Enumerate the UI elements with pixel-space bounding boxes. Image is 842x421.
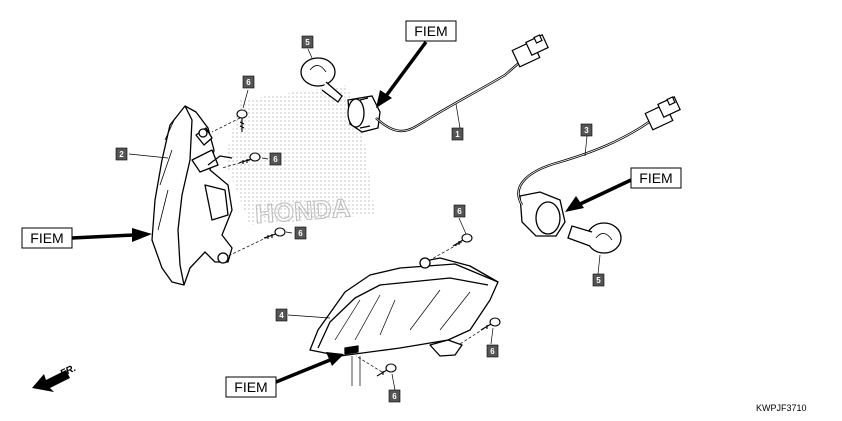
- callout-screw-3: 6: [294, 226, 307, 240]
- callout-harness-right: 3: [580, 123, 593, 137]
- callout-screw-2: 6: [269, 152, 282, 166]
- brand-watermark: HONDA: [254, 193, 351, 230]
- right-connector: [644, 96, 681, 131]
- screw-6: [376, 363, 397, 377]
- diagram-code: KWPJF3710: [756, 403, 807, 413]
- svg-text:6: 6: [457, 207, 462, 216]
- callout-screw-5: 6: [486, 344, 499, 358]
- svg-text:6: 6: [273, 155, 278, 164]
- svg-text:2: 2: [119, 150, 124, 159]
- callout-bulb-left: 5: [301, 35, 314, 49]
- right-socket: [519, 191, 566, 237]
- left-harness: [375, 61, 521, 133]
- svg-text:4: 4: [279, 311, 284, 320]
- svg-text:5: 5: [596, 276, 601, 285]
- front-direction-arrow: FR.: [32, 363, 78, 392]
- callout-bulb-right: 5: [592, 273, 605, 287]
- svg-text:FR.: FR.: [59, 363, 78, 380]
- callout-harness-left: 1: [451, 127, 464, 141]
- leader-lines: [128, 48, 601, 391]
- svg-text:6: 6: [246, 78, 251, 87]
- right-bulb: [567, 222, 622, 254]
- fiem-label-right: FIEM: [565, 167, 682, 212]
- callout-screw-4: 6: [453, 204, 466, 218]
- screw-2: [238, 152, 261, 164]
- screw-group: [236, 109, 501, 377]
- svg-text:FIEM: FIEM: [30, 230, 63, 246]
- svg-text:6: 6: [298, 229, 303, 238]
- callout-screw-6: 6: [388, 389, 401, 403]
- screw-4: [452, 233, 473, 247]
- callout-screw-1: 6: [242, 75, 255, 89]
- svg-text:FIEM: FIEM: [234, 379, 267, 395]
- fiem-label-bottom: FIEM: [225, 352, 344, 398]
- svg-text:6: 6: [490, 347, 495, 356]
- dotted-region: [225, 85, 375, 225]
- screw-5: [480, 317, 501, 331]
- callout-winker-right: 4: [275, 308, 288, 322]
- left-connector: [511, 34, 549, 68]
- callout-housing-left: 2: [115, 147, 128, 161]
- svg-text:FIEM: FIEM: [414, 23, 447, 39]
- left-bulb: [300, 57, 343, 103]
- fiem-label-left: FIEM: [21, 227, 152, 249]
- svg-text:5: 5: [305, 38, 310, 47]
- screw-1: [236, 109, 248, 132]
- svg-text:3: 3: [584, 126, 589, 135]
- left-socket: [347, 95, 381, 133]
- right-winker-lens: [309, 257, 499, 357]
- left-winker-housing: [151, 105, 233, 286]
- front-arrow-icon: [32, 370, 70, 392]
- fiem-label-top: FIEM: [376, 20, 457, 108]
- svg-text:FIEM: FIEM: [639, 170, 672, 186]
- svg-text:1: 1: [455, 130, 460, 139]
- svg-text:6: 6: [392, 392, 397, 401]
